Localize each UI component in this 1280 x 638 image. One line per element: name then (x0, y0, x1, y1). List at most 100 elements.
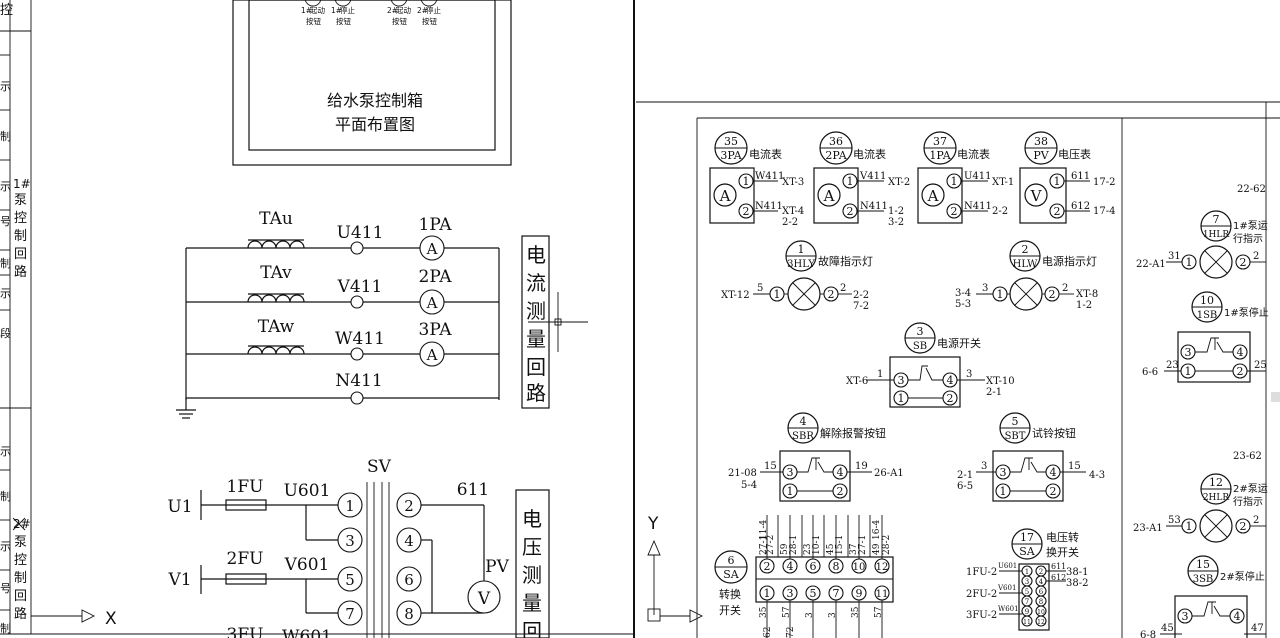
svg-text:停止: 停止 (426, 5, 441, 15)
svg-text:控: 控 (14, 211, 27, 226)
wire-label: V601 (284, 555, 330, 575)
ammeter-3pa[interactable]: A 3PA (419, 320, 453, 367)
svg-text:2FU-2: 2FU-2 (966, 589, 997, 600)
panel-layout-drawing[interactable]: 1# 起动 按钮 1# 停止 按钮 2# 起动 按钮 2# 停止 按钮 (232, 0, 512, 166)
svg-text:N411: N411 (860, 201, 888, 212)
svg-text:试铃按钮: 试铃按钮 (1032, 426, 1076, 440)
fuse-label: 1FU (227, 477, 264, 497)
strip-char: 制 (0, 257, 11, 270)
lamp-hlw[interactable]: 2 HLW 电源指示灯 1 2 3-4 5-3 3 2 XT-8 1-2 (955, 240, 1098, 311)
svg-text:23-A1: 23-A1 (1133, 523, 1163, 534)
meter-37-1pa[interactable]: 37 1PA 电流表 A 1 2 U411 N411 XT-1 2-2 (917, 131, 1014, 224)
svg-text:10: 10 (853, 562, 866, 573)
button-sbr[interactable]: 4 SBR 解除报警按钮 3 1 4 2 21-08 5-4 15 19 26-… (728, 412, 904, 502)
panel-button[interactable]: 2# 停止 按钮 (417, 0, 441, 26)
ammeter-2pa[interactable]: A 2PA (419, 267, 453, 315)
svg-text:6-6: 6-6 (1142, 367, 1158, 378)
stop-button-1sb[interactable]: 10 1SB 1#泵停止 3 1 4 2 6-6 23 25 (1142, 291, 1269, 383)
meter-38-pv[interactable]: 38 PV 电压表 V 1 2 611 612 17-2 17-4 (1019, 131, 1115, 224)
right-viewport[interactable]: 35 3PA 电流表 A 1 2 W411 N411 XT-3 XT-4 2-2… (636, 101, 1280, 638)
svg-text:27-1: 27-1 (858, 535, 868, 555)
svg-text:行指示: 行指示 (1233, 232, 1263, 245)
strip-char: 制 (0, 130, 11, 143)
svg-text:36: 36 (829, 135, 843, 148)
svg-text:3: 3 (966, 369, 972, 380)
svg-text:4: 4 (800, 415, 807, 428)
svg-text:电: 电 (522, 507, 542, 531)
strip-char: 示 (0, 80, 11, 93)
svg-text:2#泵停止: 2#泵停止 (1220, 570, 1265, 583)
strip-char: 制 (0, 622, 11, 635)
svg-text:制: 制 (14, 229, 27, 244)
svg-text:17-4: 17-4 (1093, 206, 1115, 217)
ammeter-1pa[interactable]: A 1PA (419, 215, 453, 261)
svg-text:11-4: 11-4 (759, 520, 769, 540)
meter-35-3pa[interactable]: 35 3PA 电流表 A 1 2 W411 N411 XT-3 XT-4 2-2 (709, 131, 804, 228)
strip-char: 段 (0, 326, 11, 340)
svg-text:1: 1 (798, 243, 805, 256)
svg-text:测: 测 (522, 563, 542, 587)
scrollbar-thumb[interactable] (1271, 392, 1280, 402)
strip-top-fragment: 控 (0, 3, 13, 18)
run-lamp-2hlr[interactable]: 23-62 12 2HLR 2#泵运 行指示 1 2 23-A1 53 2 (1133, 451, 1268, 543)
svg-text:7: 7 (345, 605, 355, 623)
voltage-loop-title: 电 压 测 量 回 (522, 507, 542, 638)
transfer-switch-6-sa[interactable]: 6 SA 转换 开关 2 4 6 8 10 12 1 3 5 7 9 11 (714, 515, 894, 638)
left-viewport[interactable]: 控 示 制 示 号 制 示 段 示 制 示 号 制 1# 泵 控 制 回 路 2… (0, 0, 635, 638)
svg-text:2: 2 (947, 392, 954, 405)
svg-text:2-1: 2-1 (986, 387, 1002, 398)
lamp-3hly[interactable]: 1 3HLY 故障指示灯 1 2 XT-12 5 2 2-2 7-2 (721, 240, 873, 312)
meter-label: PV (485, 557, 509, 577)
svg-text:7: 7 (1025, 598, 1029, 606)
loop1-vertical-label: 1# 泵 控 制 回 路 (13, 177, 31, 280)
panel-button[interactable]: 1# 停止 按钮 (331, 0, 355, 26)
current-loop-title: 电 流 测 量 回 路 (526, 243, 546, 405)
svg-text:45: 45 (826, 543, 836, 555)
svg-text:38: 38 (1034, 135, 1048, 148)
svg-text:电流表: 电流表 (957, 147, 990, 161)
meter-36-2pa[interactable]: 36 2PA 电流表 A 1 2 V411 N411 XT-2 1-2 3-2 (813, 131, 910, 228)
svg-text:3: 3 (898, 374, 905, 387)
svg-text:2#: 2# (417, 6, 428, 15)
svg-text:6-5: 6-5 (957, 481, 973, 492)
svg-text:PV: PV (1033, 149, 1049, 162)
loop2-vertical-label: 2# 泵 控 制 回 路 (13, 517, 31, 622)
current-measure-loop[interactable]: TAu TAv TAw U411 V411 W411 N411 A 1PA A … (176, 209, 588, 419)
svg-text:1: 1 (345, 497, 355, 515)
svg-text:4-3: 4-3 (1089, 470, 1105, 481)
svg-text:3: 3 (981, 461, 987, 472)
button-sbt[interactable]: 5 SBT 试铃按钮 3 1 4 2 2-1 6-5 3 15 4-3 (957, 412, 1105, 502)
ucs-x-axis-left: X (12, 517, 117, 629)
voltage-switch-17-sa[interactable]: 17 SA 电压转 换开关 1 3 5 7 9 11 2 4 6 8 10 12 (966, 528, 1088, 631)
panel-button[interactable]: 1# 起动 按钮 (301, 0, 325, 26)
voltmeter-pv[interactable]: V PV (467, 557, 510, 614)
stop-button-3sb[interactable]: 15 3SB 2#泵停止 3 4 6-8 45 47 (1140, 555, 1266, 638)
strip-char: 制 (0, 490, 11, 503)
run-lamp-1hlr[interactable]: 22-62 7 1HLR 1#泵运 行指示 1 2 22-A1 31 2 (1136, 184, 1268, 279)
svg-text:2-2: 2-2 (853, 290, 869, 301)
transfer-switch-pins: 2 4 6 8 10 12 1 3 5 7 9 11 (759, 558, 890, 601)
svg-text:19: 19 (855, 461, 868, 472)
panel-button[interactable]: 2# 起动 按钮 (387, 0, 411, 26)
svg-text:4: 4 (787, 560, 794, 573)
selector-switch-sv[interactable]: SV 1 3 5 7 2 4 6 8 (337, 457, 422, 638)
svg-text:6-8: 6-8 (1140, 630, 1156, 638)
svg-text:7: 7 (1213, 213, 1220, 226)
svg-text:6: 6 (728, 554, 735, 567)
svg-text:62: 62 (763, 627, 773, 638)
svg-text:37: 37 (849, 543, 859, 555)
svg-text:9: 9 (856, 587, 863, 600)
svg-text:10: 10 (1037, 609, 1045, 616)
svg-text:2: 2 (1253, 515, 1259, 526)
svg-text:1: 1 (1000, 485, 1007, 498)
svg-text:SA: SA (1019, 545, 1036, 558)
voltage-measure-loop[interactable]: U1 V1 1FU 2FU 3FU U601 V601 W601 SV 1 3 … (167, 457, 550, 638)
svg-text:2: 2 (1049, 288, 1056, 301)
switch-sb[interactable]: 3 SB 电源开关 3 1 4 2 XT-6 1 3 XT-10 2-1 (846, 322, 1015, 408)
svg-text:1: 1 (898, 392, 905, 405)
svg-text:11: 11 (876, 589, 889, 600)
svg-text:1HLR: 1HLR (1203, 230, 1230, 240)
svg-text:16-4: 16-4 (872, 520, 882, 540)
svg-text:起动: 起动 (396, 5, 411, 15)
